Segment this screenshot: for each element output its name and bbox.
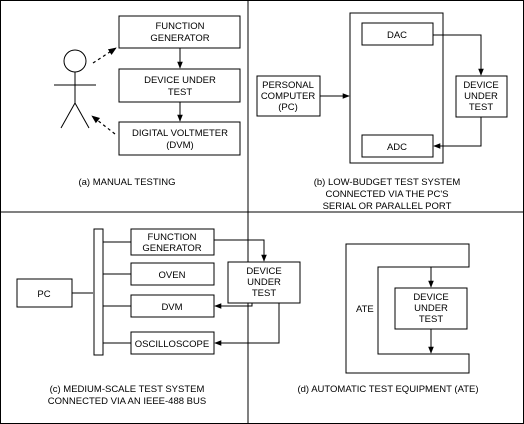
oven-label: OVEN xyxy=(159,270,186,281)
pc-label-line2: COMPUTER xyxy=(261,91,316,102)
oscilloscope-label: OSCILLOSCOPE xyxy=(135,339,209,350)
panel-a-manual-testing: FUNCTION GENERATOR DEVICE UNDER TEST DIG… xyxy=(54,15,241,188)
fg-c-label-line2: GENERATOR xyxy=(142,243,201,254)
arrow-device-to-adc xyxy=(433,117,482,149)
arrow-dac-to-device xyxy=(433,34,484,76)
arrow-device-to-dvm-c xyxy=(214,303,253,309)
dut-c-label-line2: UNDER xyxy=(247,277,281,288)
device-under-test-box-d: DEVICE UNDER TEST xyxy=(394,287,468,330)
dashed-arrow-to-function-generator xyxy=(92,47,117,64)
dac-label: DAC xyxy=(387,30,407,41)
caption-b-line3: SERIAL OR PARALLEL PORT xyxy=(323,201,452,212)
adc-box: ADC xyxy=(361,134,434,158)
panel-d-ate: ATE DEVICE UNDER TEST (d) AUTOMATIC TEST… xyxy=(297,243,479,395)
device-under-test-box: DEVICE UNDER TEST xyxy=(118,68,241,103)
dvm-c-label: DVM xyxy=(161,302,182,313)
caption-b-line1: (b) LOW-BUDGET TEST SYSTEM xyxy=(314,177,461,188)
pc-box: PC xyxy=(16,278,73,308)
arrow-generator-to-device-c xyxy=(214,239,267,262)
dac-box: DAC xyxy=(361,22,434,46)
dvm-label-line1: DIGITAL VOLTMETER xyxy=(132,128,228,139)
dvm-label-line2: (DVM) xyxy=(166,140,193,151)
dut-b-label-line1: DEVICE xyxy=(463,80,498,91)
ate-label: ATE xyxy=(356,304,374,315)
fg-c-label-line1: FUNCTION xyxy=(147,232,196,243)
device-under-test-box-b: DEVICE UNDER TEST xyxy=(455,75,508,118)
caption-c-line2: CONNECTED VIA AN IEEE-488 BUS xyxy=(48,396,206,407)
device-under-test-label-line1: DEVICE UNDER xyxy=(144,75,216,86)
pc-label-line3: (PC) xyxy=(278,102,298,113)
device-under-test-label-line2: TEST xyxy=(168,87,192,98)
dut-d-label-line2: UNDER xyxy=(414,303,448,314)
person-icon xyxy=(54,49,96,129)
dut-b-label-line3: TEST xyxy=(469,102,493,113)
dut-d-label-line3: TEST xyxy=(419,314,443,325)
dut-c-label-line3: TEST xyxy=(252,288,276,299)
caption-a: (a) MANUAL TESTING xyxy=(78,177,175,188)
caption-b-line2: CONNECTED VIA THE PC'S xyxy=(325,189,448,200)
adc-label: ADC xyxy=(387,142,407,153)
pc-label-line1: PERSONAL xyxy=(262,80,314,91)
dut-b-label-line2: UNDER xyxy=(464,91,498,102)
function-generator-box: FUNCTION GENERATOR xyxy=(118,15,241,49)
oven-box: OVEN xyxy=(130,262,215,286)
ate-enclosure xyxy=(345,243,470,374)
caption-d: (d) AUTOMATIC TEST EQUIPMENT (ATE) xyxy=(297,384,478,395)
pc-c-label: PC xyxy=(37,289,50,300)
oscilloscope-box: OSCILLOSCOPE xyxy=(130,331,215,355)
digital-voltmeter-box: DIGITAL VOLTMETER (DVM) xyxy=(118,121,241,156)
panel-b-low-budget: PERSONAL COMPUTER (PC) DAC ADC DEVICE UN… xyxy=(256,12,508,212)
dvm-box: DVM xyxy=(130,294,215,318)
device-under-test-box-c: DEVICE UNDER TEST xyxy=(227,261,301,304)
arrow-device-to-oscilloscope xyxy=(214,303,280,346)
function-generator-label-line2: GENERATOR xyxy=(150,33,209,44)
caption-c-line1: (c) MEDIUM-SCALE TEST SYSTEM xyxy=(50,384,205,395)
personal-computer-box: PERSONAL COMPUTER (PC) xyxy=(256,75,321,117)
ieee-488-bus xyxy=(93,228,104,356)
panel-c-medium-scale: PC FUNCTION GENERATOR OVEN DVM OSCILLOSC… xyxy=(16,228,301,407)
function-generator-box-c: FUNCTION GENERATOR xyxy=(130,228,215,256)
dashed-arrow-from-dvm xyxy=(91,115,116,135)
dut-c-label-line1: DEVICE xyxy=(246,266,281,277)
function-generator-label-line1: FUNCTION xyxy=(155,21,204,32)
dut-d-label-line1: DEVICE xyxy=(413,292,448,303)
